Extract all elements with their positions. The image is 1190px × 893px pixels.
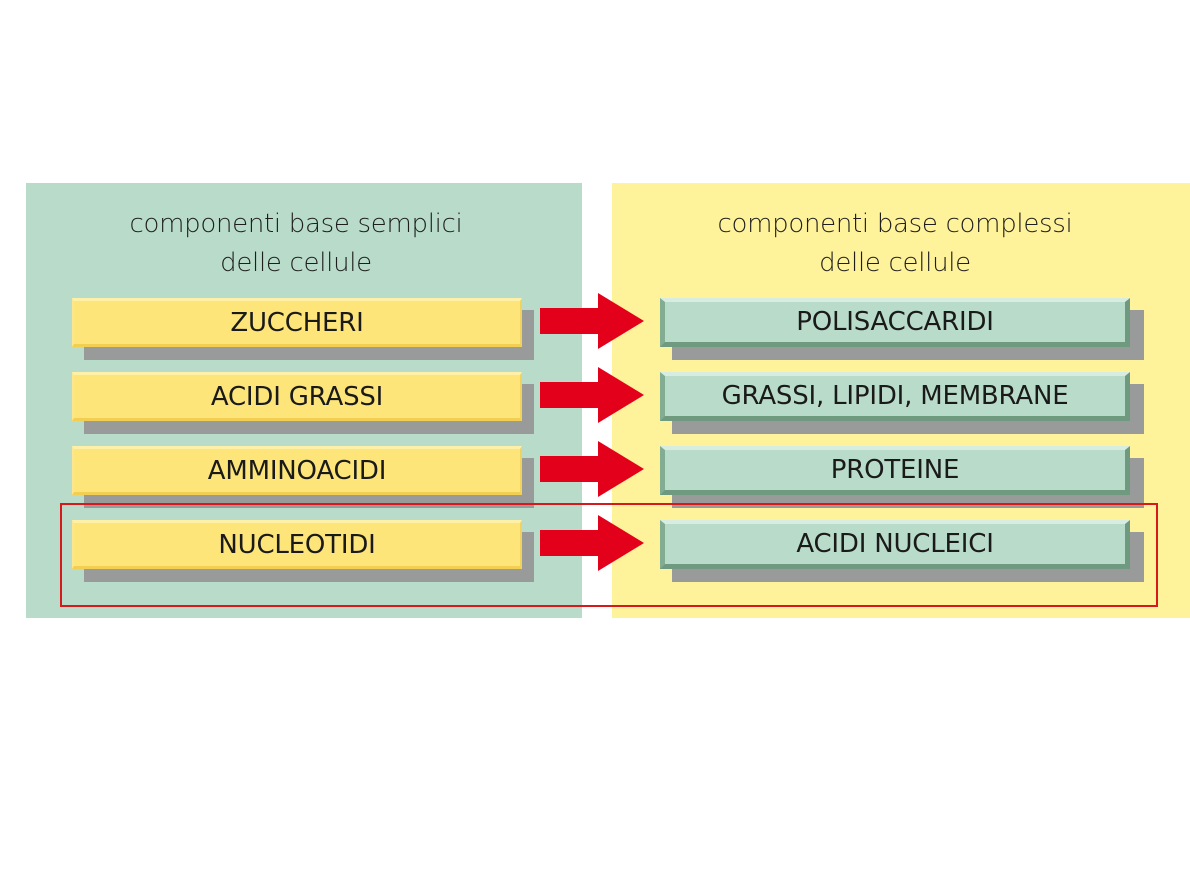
simple-component-label: NUCLEOTIDI: [72, 520, 522, 569]
simple-components-title: componenti base semplici delle cellule: [26, 205, 566, 283]
complex-component-label: GRASSI, LIPIDI, MEMBRANE: [660, 372, 1130, 421]
complex-component-proteins: PROTEINE: [660, 446, 1144, 508]
simple-title-line1: componenti base semplici: [129, 209, 463, 239]
arrow-right-icon: [540, 515, 644, 571]
arrow-right-icon: [540, 441, 644, 497]
complex-title-line2: delle cellule: [819, 248, 971, 278]
simple-title-line2: delle cellule: [220, 248, 372, 278]
complex-title-line1: componenti base complessi: [717, 209, 1073, 239]
arrow-right-icon: [540, 367, 644, 423]
simple-component-label: AMMINOACIDI: [72, 446, 522, 495]
complex-component-label: ACIDI NUCLEICI: [660, 520, 1130, 569]
simple-component-amino-acids: AMMINOACIDI: [72, 446, 534, 508]
complex-component-fats-lipids-membranes: GRASSI, LIPIDI, MEMBRANE: [660, 372, 1144, 434]
complex-component-label: PROTEINE: [660, 446, 1130, 495]
simple-component-nucleotides: NUCLEOTIDI: [72, 520, 534, 582]
complex-components-title: componenti base complessi delle cellule: [660, 205, 1130, 283]
simple-component-sugars: ZUCCHERI: [72, 298, 534, 360]
arrow-right-icon: [540, 293, 644, 349]
simple-component-label: ZUCCHERI: [72, 298, 522, 347]
complex-component-polysaccharides: POLISACCARIDI: [660, 298, 1144, 360]
complex-component-nucleic-acids: ACIDI NUCLEICI: [660, 520, 1144, 582]
complex-component-label: POLISACCARIDI: [660, 298, 1130, 347]
simple-component-label: ACIDI GRASSI: [72, 372, 522, 421]
simple-component-fatty-acids: ACIDI GRASSI: [72, 372, 534, 434]
